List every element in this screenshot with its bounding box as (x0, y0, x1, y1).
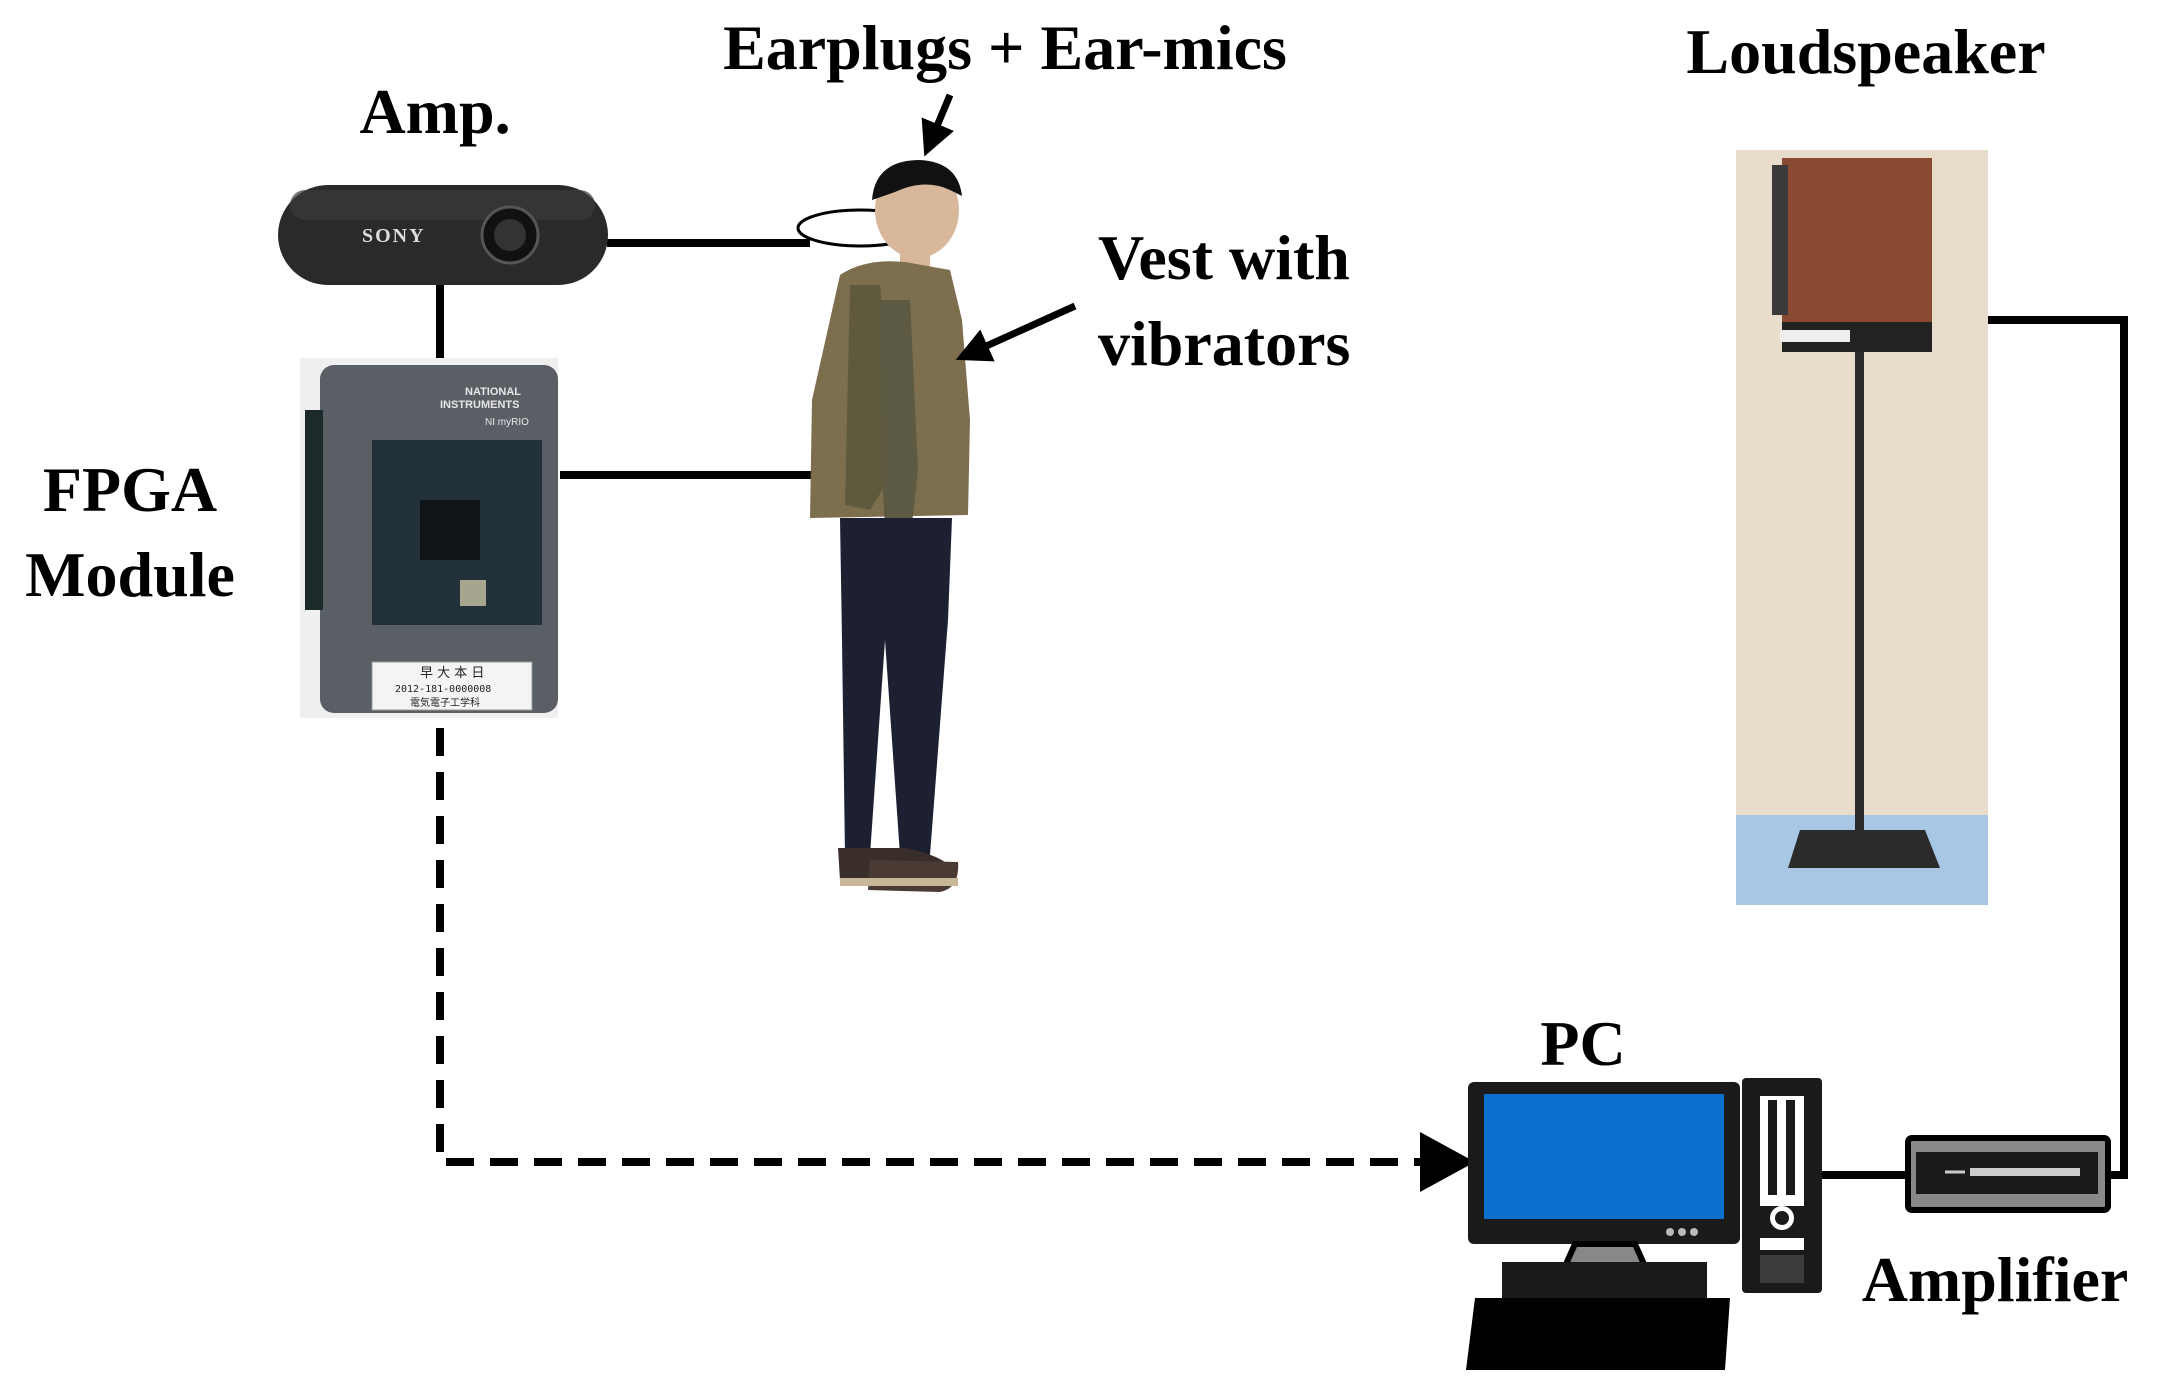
arrow-icon (955, 302, 1077, 362)
monitor-icon (1466, 1082, 1740, 1370)
amplifier-label: Amplifier (1861, 1244, 2129, 1315)
fpga-brand-line1: NATIONAL (465, 386, 521, 398)
amplifier-icon (1905, 1135, 2111, 1213)
fpga-label-line2: Module (25, 539, 235, 610)
amplifier-to-speaker-line (1928, 316, 2128, 1179)
fpga-model: NI myRIO (485, 417, 529, 428)
person-figure (810, 160, 970, 892)
arrow-icon (921, 93, 954, 157)
fpga-sticker-line1: 早 大 本 日 (420, 666, 484, 681)
pc-label: PC (1540, 1008, 1626, 1079)
fpga-sticker-line2: 2012-181-0000008 (395, 684, 491, 695)
vest-label-line1: Vest with (1098, 222, 1350, 293)
fpga-sticker-line3: 電気電子工学科 (410, 696, 480, 709)
earplugs-label: Earplugs + Ear-mics (723, 12, 1287, 83)
fpga-label-line1: FPGA (42, 454, 218, 525)
amp-label: Amp. (359, 76, 511, 147)
fpga-brand-line2: INSTRUMENTS (440, 399, 519, 411)
amp-device: SONY (278, 185, 608, 285)
connectors (436, 239, 2128, 1179)
tower-icon (1742, 1078, 1822, 1293)
arrows (921, 93, 1077, 362)
loudspeaker-label: Loudspeaker (1686, 16, 2046, 87)
fpga-to-pc-wireless-line (436, 728, 1430, 1166)
fpga-module: NATIONAL INSTRUMENTS NI myRIO 早 大 本 日 20… (300, 358, 558, 718)
pc-arrowhead (1420, 1132, 1475, 1192)
vest-label-line2: vibrators (1098, 308, 1351, 379)
loudspeaker-icon (1736, 150, 1988, 905)
amp-brand: SONY (362, 225, 426, 247)
